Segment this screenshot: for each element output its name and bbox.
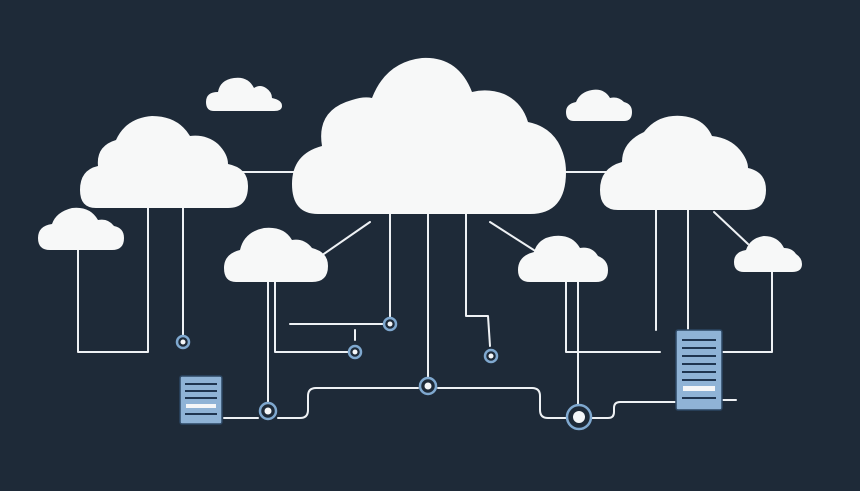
cloud-icon bbox=[734, 236, 802, 272]
connection-nodes bbox=[175, 316, 593, 431]
connection-node-icon bbox=[483, 348, 499, 364]
cloud-icon bbox=[206, 77, 282, 111]
cloud-icon bbox=[80, 116, 248, 208]
connection-wires bbox=[77, 171, 773, 419]
connection-node-icon bbox=[418, 376, 438, 396]
connection-node-icon bbox=[175, 334, 191, 350]
clouds bbox=[38, 57, 802, 282]
cloud-icon bbox=[38, 207, 124, 250]
connection-node-icon bbox=[258, 401, 278, 421]
cloud-icon bbox=[224, 227, 328, 282]
connection-node-icon bbox=[347, 344, 363, 360]
connection-node-icon bbox=[382, 316, 398, 332]
server-icon bbox=[675, 329, 723, 411]
cloud-icon bbox=[600, 115, 766, 210]
cloud-icon bbox=[566, 89, 632, 121]
connection-node-icon bbox=[565, 403, 593, 431]
cloud-icon bbox=[518, 235, 608, 282]
cloud-icon bbox=[292, 57, 566, 214]
servers bbox=[179, 329, 723, 425]
server-icon bbox=[179, 375, 223, 425]
